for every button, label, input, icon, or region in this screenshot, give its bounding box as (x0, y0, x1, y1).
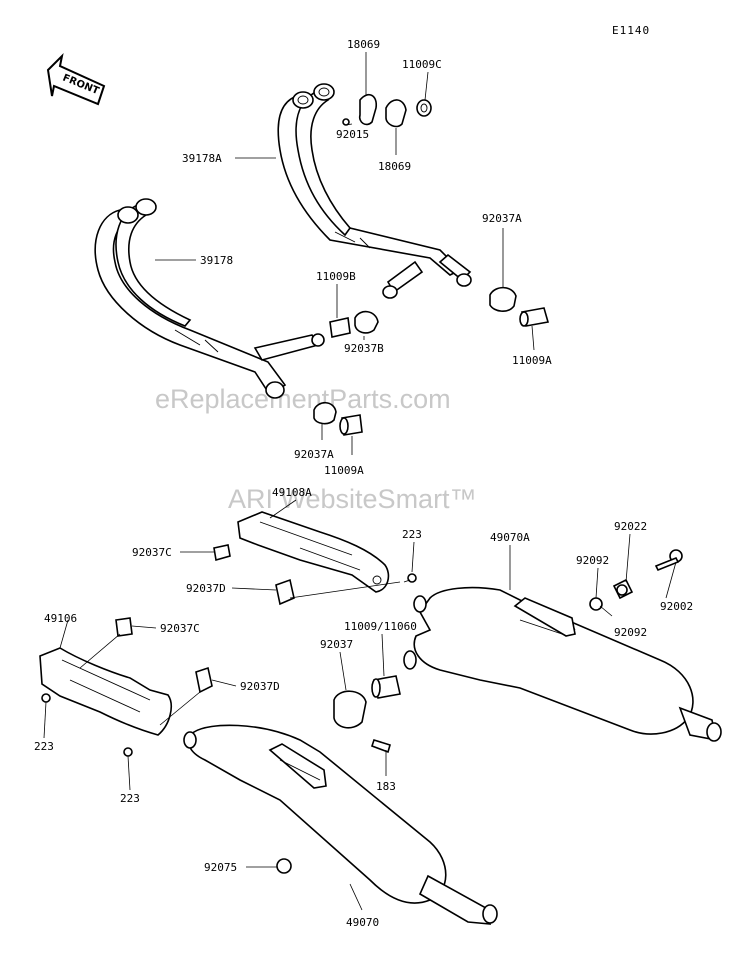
label-11009-11060: 11009/11060 (344, 620, 417, 633)
clip-92037d-top (275, 578, 295, 606)
label-49070a: 49070A (490, 531, 530, 544)
gasket-11009-11060 (371, 675, 401, 699)
label-183: 183 (376, 780, 396, 793)
clamp-18069-right (385, 99, 407, 128)
label-92037d-bot: 92037D (240, 680, 280, 693)
label-92037b: 92037B (344, 342, 384, 355)
exhaust-pipe-39178a (277, 83, 472, 299)
label-11009a-right: 11009A (512, 354, 552, 367)
label-49070: 49070 (346, 916, 379, 929)
label-223-left: 223 (34, 740, 54, 753)
clip-92037c-top (213, 544, 231, 562)
gasket-11009a-center (339, 414, 363, 436)
bolt-92002 (654, 549, 683, 572)
label-92015: 92015 (336, 128, 369, 141)
damper-92075 (276, 858, 292, 874)
label-92037c-top: 92037C (132, 546, 172, 559)
muffler-49070a (403, 586, 722, 742)
label-92002: 92002 (660, 600, 693, 613)
clamp-18069-left (342, 93, 378, 126)
label-92037a-center: 92037A (294, 448, 334, 461)
bolt-223-left (41, 693, 51, 703)
label-92022: 92022 (614, 520, 647, 533)
label-11009c: 11009C (402, 58, 442, 71)
label-39178a: 39178A (182, 152, 222, 165)
leader-lines (43, 52, 677, 911)
label-18069-bot: 18069 (378, 160, 411, 173)
bolt-223-top (403, 573, 417, 583)
muffler-49070 (183, 724, 498, 925)
clamp-92037 (333, 690, 367, 729)
bolt-183 (370, 739, 391, 754)
bolt-223-bot (123, 747, 133, 757)
watermark-ari-websitesmart: ARI WebsiteSmart™ (228, 484, 477, 514)
label-11009a-center: 11009A (324, 464, 364, 477)
gasket-11009a-right (519, 307, 550, 327)
label-92037: 92037 (320, 638, 353, 651)
label-223-top: 223 (402, 528, 422, 541)
label-92037a-right: 92037A (482, 212, 522, 225)
label-92037d-top: 92037D (186, 582, 226, 595)
gasket-11009b (329, 317, 351, 338)
clamp-92037a-right (489, 286, 517, 312)
label-92075: 92075 (204, 861, 237, 874)
nut-92092-top (589, 597, 603, 611)
label-49106: 49106 (44, 612, 77, 625)
label-92092-bot: 92092 (614, 626, 647, 639)
label-92037c-bot: 92037C (160, 622, 200, 635)
diagram-code: E1140 (612, 24, 650, 37)
front-arrow-icon: FRONT (46, 52, 106, 106)
label-223-bot: 223 (120, 792, 140, 805)
label-18069-top: 18069 (347, 38, 380, 51)
clip-92037c-bot (115, 617, 133, 637)
heat-shield-49106 (39, 647, 172, 736)
exhaust-pipe-39178 (94, 198, 325, 399)
heat-shield-49108a (237, 511, 390, 593)
label-39178: 39178 (200, 254, 233, 267)
label-11009b: 11009B (316, 270, 356, 283)
watermark-ereplacementparts: eReplacementParts.com (155, 384, 451, 414)
clamp-92037b (354, 310, 379, 334)
nut-92092-bot (616, 584, 628, 596)
label-49108a: 49108A (272, 486, 312, 499)
clip-92037d-bot (195, 666, 213, 694)
label-92092-top: 92092 (576, 554, 609, 567)
clamp-92037a-center (313, 401, 337, 425)
gasket-11009c (416, 99, 432, 117)
